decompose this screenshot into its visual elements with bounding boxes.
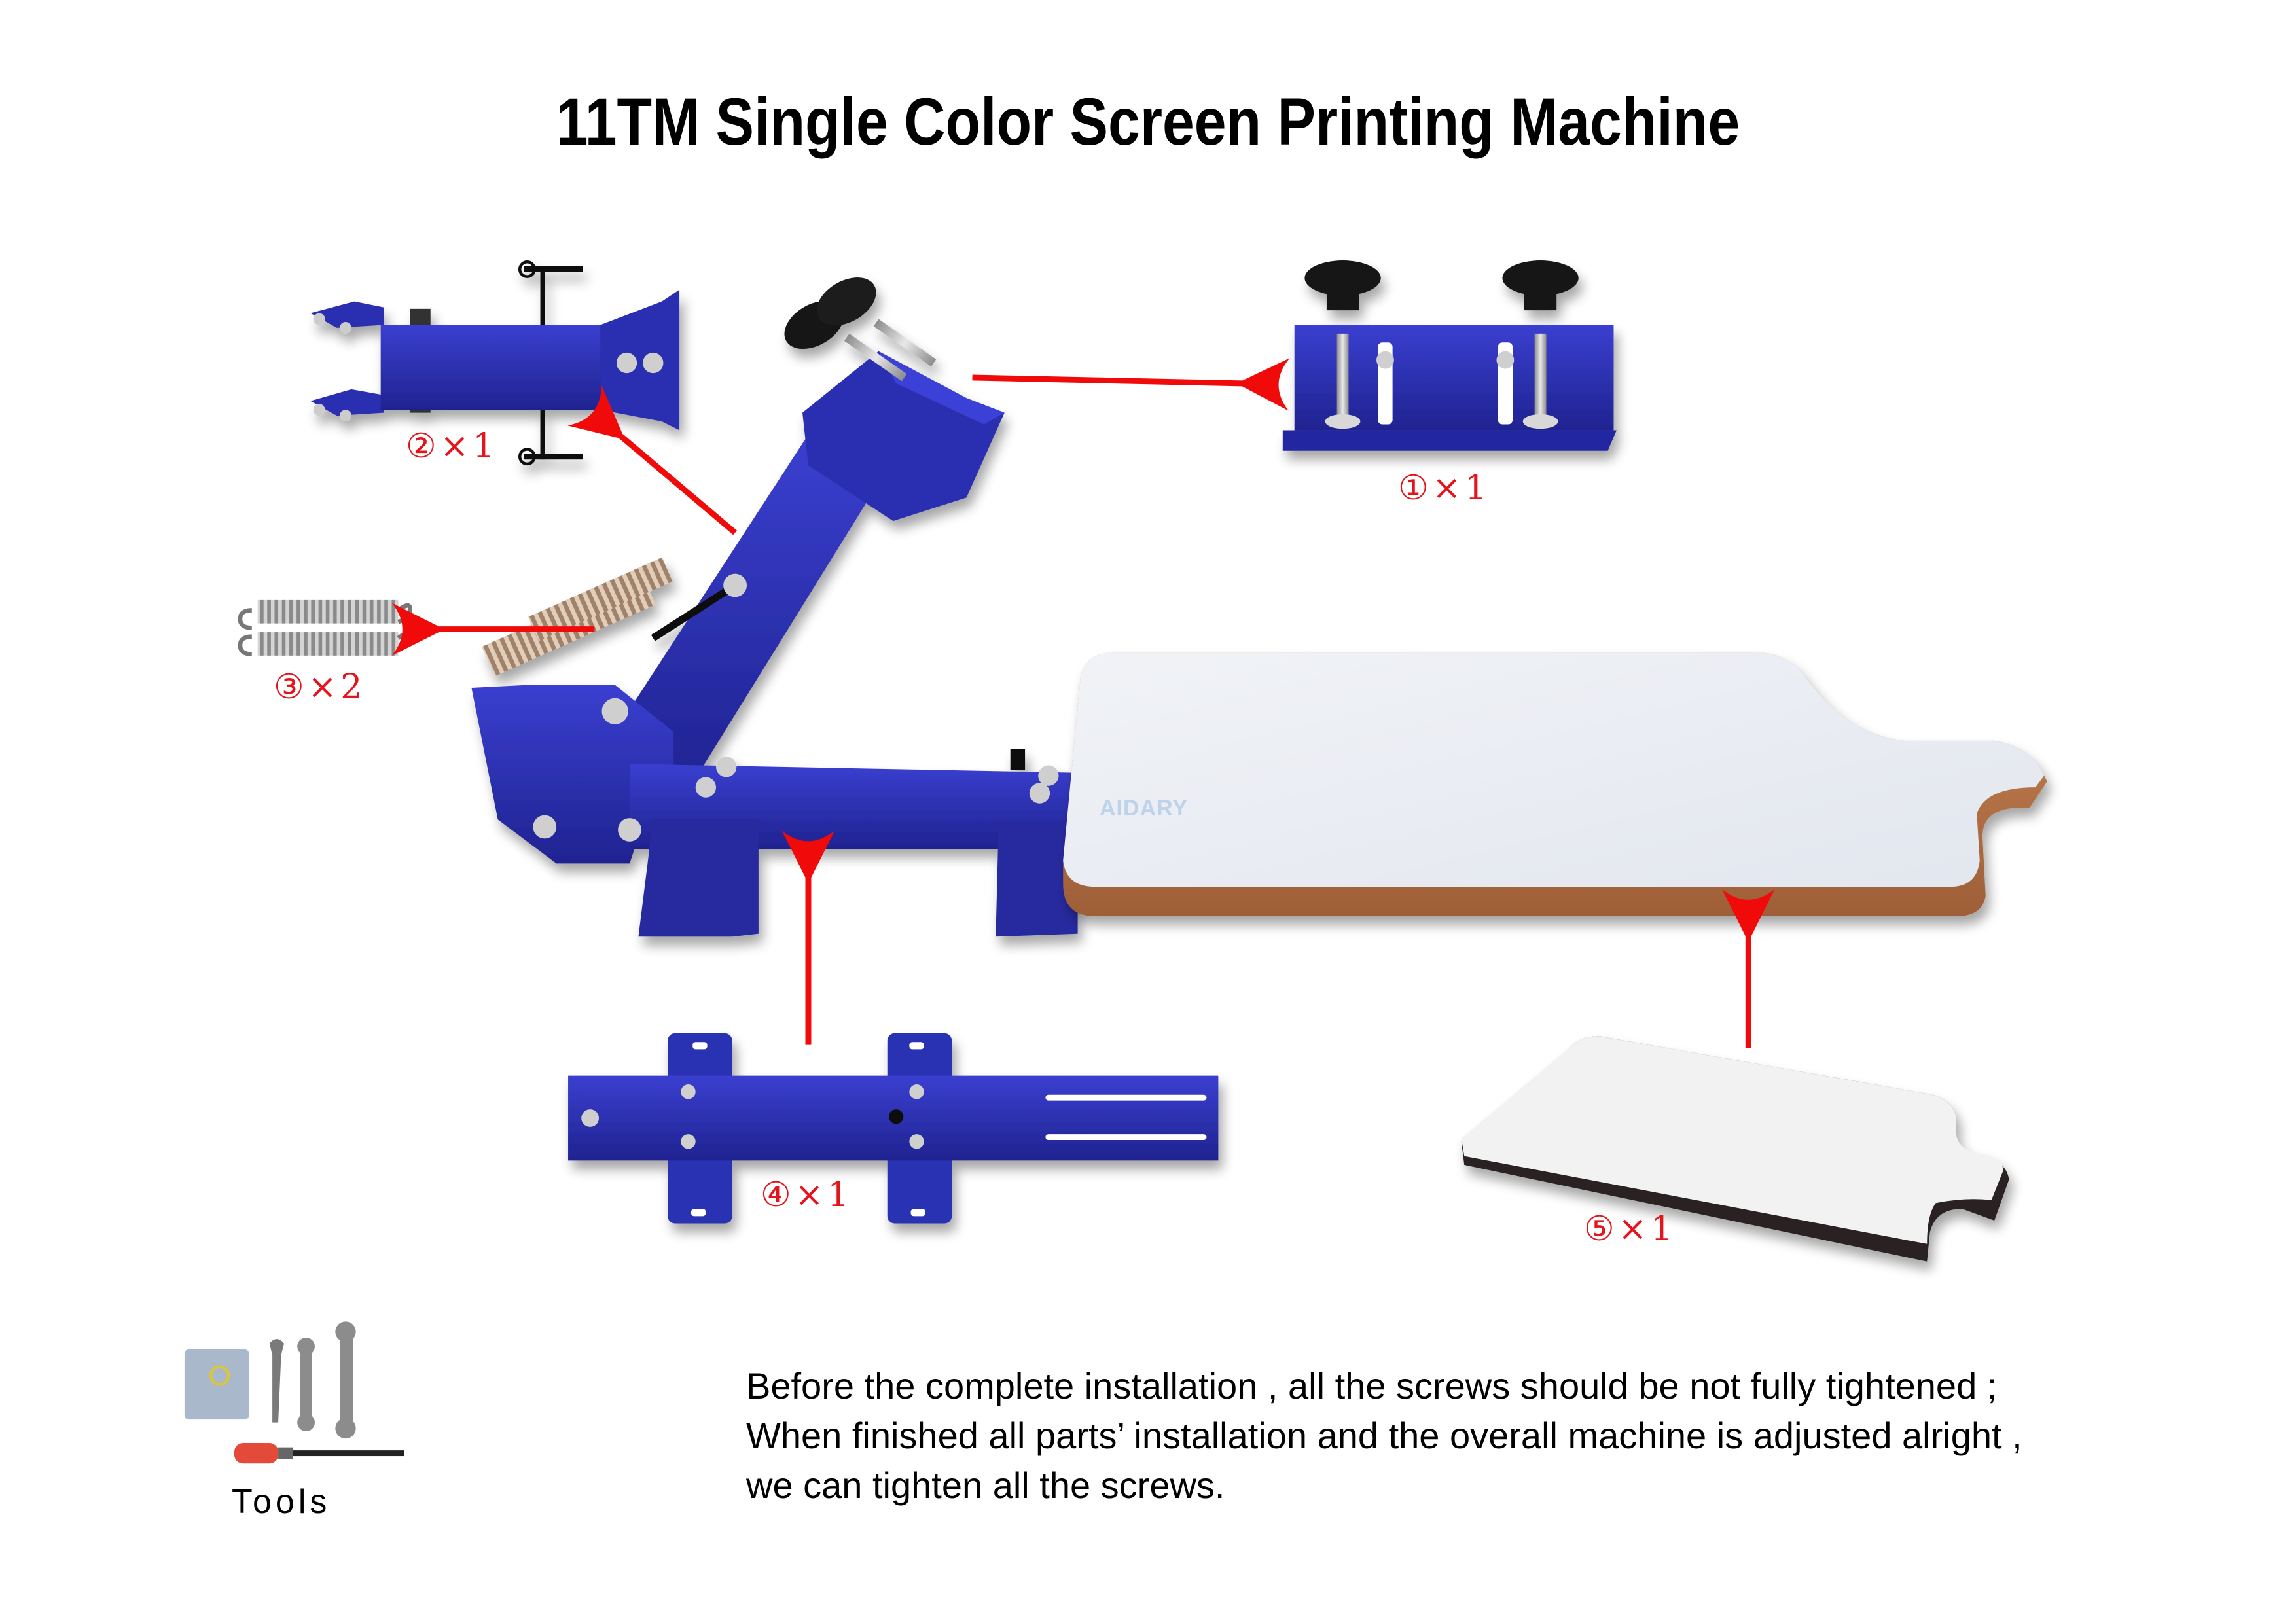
part-5-label: ⑤×1 [1584,1209,1673,1249]
part-2-label: ②×1 [406,427,495,466]
brand-watermark: AIDARY [1100,796,1189,821]
part-4-label: ④×1 [761,1175,850,1215]
part-5-pallet [1461,1036,2009,1262]
part-1-bracket [1282,260,1617,451]
note-line: Before the complete installation , all t… [746,1365,1998,1406]
tools-illustration [184,1321,404,1464]
installation-note: Before the complete installation , all t… [746,1361,2278,1510]
arrow-to-part-2 [567,385,737,535]
callout-arrows [391,358,1775,1048]
note-line: When finished all parts’ installation an… [746,1415,2022,1456]
note-line: we can tighten all the screws. [746,1465,1225,1506]
tools-label: Tools [232,1483,331,1521]
part-3-springs [238,599,412,656]
page-title: 11TM Single Color Screen Printing Machin… [556,84,1740,159]
part-4-base-rail [568,1033,1219,1224]
part-2-arm-head [310,260,680,466]
main-machine [471,277,1078,937]
arrow-to-part-1 [972,358,1290,411]
part-1-label: ①×1 [1398,469,1487,508]
main-pallet [1063,652,2047,916]
part-3-label: ③×2 [274,668,363,707]
